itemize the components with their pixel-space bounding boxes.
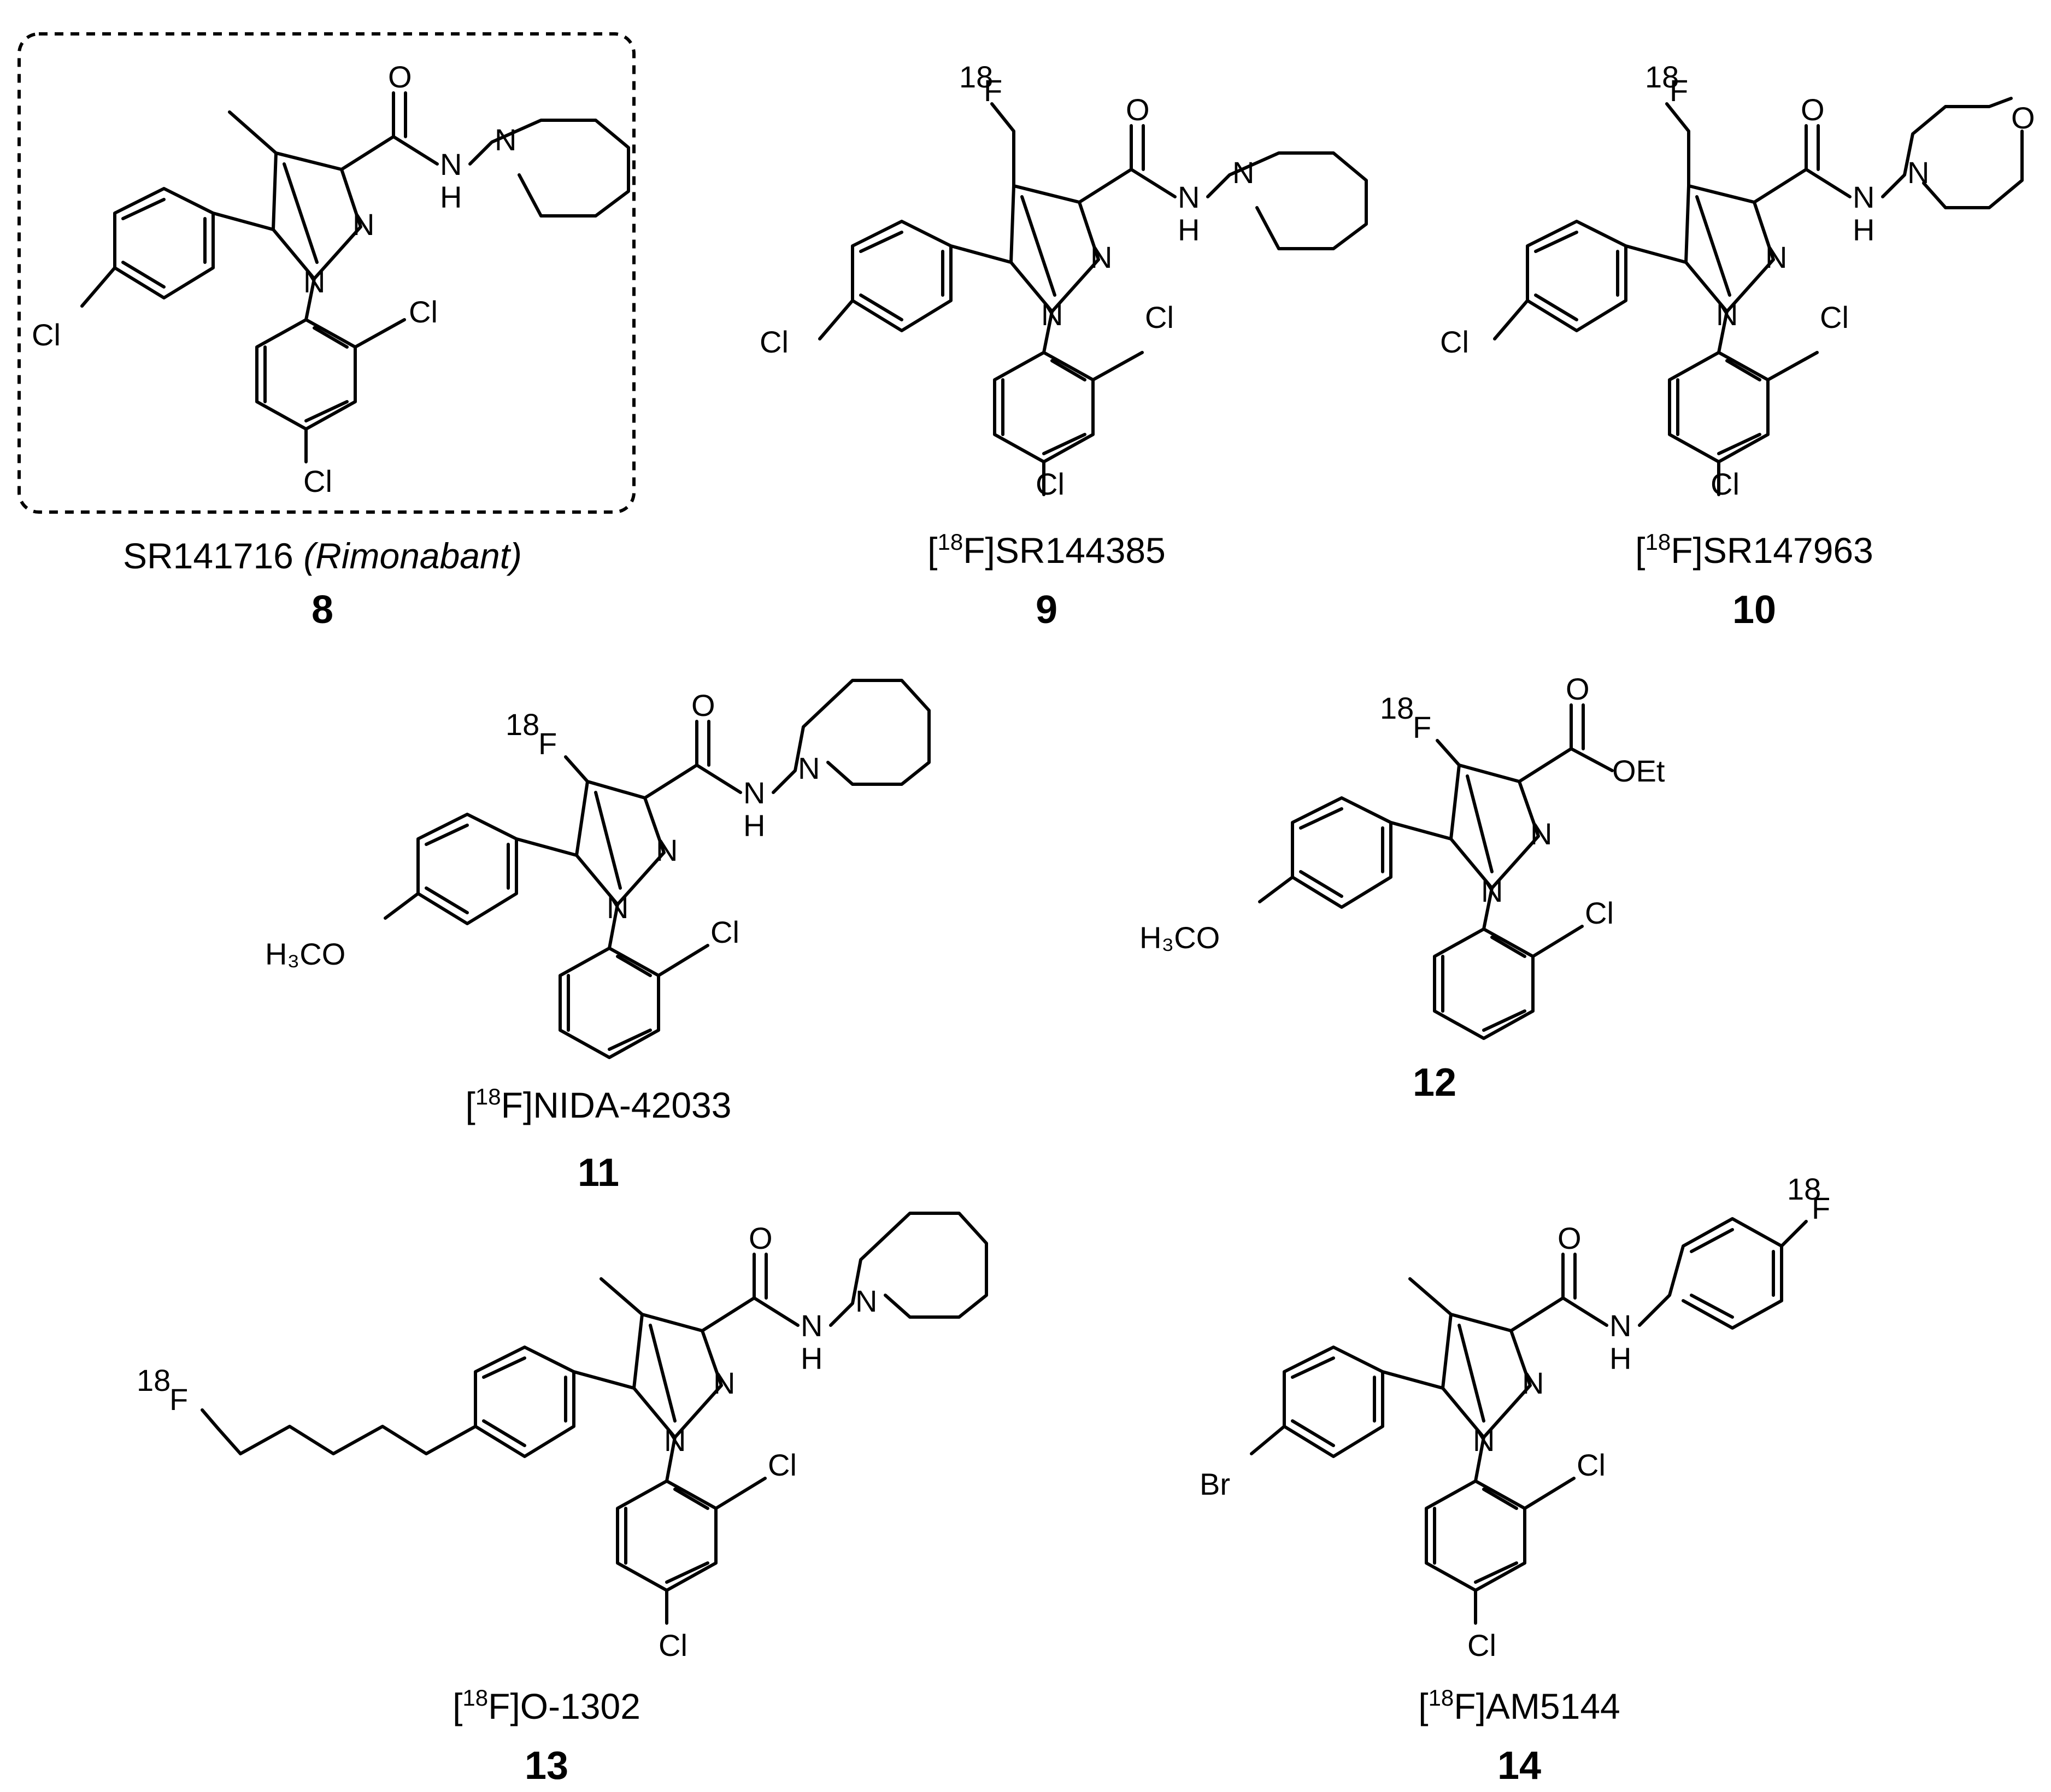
aryl-Cl: Cl bbox=[1440, 325, 1469, 359]
compound-14-number: 14 bbox=[1497, 1744, 1541, 1788]
ortho-Cl: Cl bbox=[1145, 300, 1174, 334]
amide-H: H bbox=[801, 1341, 822, 1376]
pyrazole-N2: N bbox=[1530, 816, 1552, 851]
para-Cl: Cl bbox=[1711, 467, 1739, 501]
isotope-18: 18 bbox=[1645, 60, 1679, 94]
amide-H: H bbox=[743, 808, 765, 843]
amide-N: N bbox=[440, 147, 462, 181]
amide-H: H bbox=[1178, 213, 1200, 247]
isotope-18: 18 bbox=[1787, 1172, 1821, 1206]
pyrazole-N1: N bbox=[607, 890, 628, 925]
hydrazide-N: N bbox=[855, 1284, 877, 1318]
para-Cl: Cl bbox=[1467, 1628, 1496, 1662]
hydrazide-N: N bbox=[495, 122, 516, 157]
compound-11-structure: 18 F O N H N N N H₃CO Cl bbox=[265, 679, 931, 1059]
compound-9-number: 9 bbox=[1036, 588, 1057, 632]
compound-8-structure: O N H N N N Cl Cl Cl bbox=[17, 32, 636, 514]
amide-N: N bbox=[801, 1308, 822, 1343]
pyrazole-N1: N bbox=[303, 265, 325, 299]
ortho-Cl: Cl bbox=[1585, 896, 1614, 930]
ortho-Cl: Cl bbox=[1577, 1448, 1606, 1482]
pyrazole-N1: N bbox=[1481, 874, 1503, 908]
para-Cl: Cl bbox=[303, 464, 332, 498]
carbonyl-O: O bbox=[691, 688, 715, 722]
pyrazole-N2: N bbox=[713, 1366, 735, 1400]
compound-11-number: 11 bbox=[578, 1151, 619, 1195]
isotope-18: 18 bbox=[137, 1363, 171, 1397]
carbonyl-O: O bbox=[1558, 1221, 1582, 1255]
pyrazole-N2: N bbox=[656, 833, 678, 867]
fluoro-F: F bbox=[1413, 710, 1431, 744]
compound-12-structure: 18 F O OEt N N H₃CO Cl bbox=[1139, 672, 1665, 1040]
compound-9-structure: 18 F O N H N N N Cl Cl Cl bbox=[760, 60, 1368, 501]
compound-9-name: [18F]SR144385 bbox=[927, 529, 1166, 571]
compound-14-name: [18F]AM5144 bbox=[1418, 1685, 1620, 1726]
highlight-box bbox=[17, 32, 636, 514]
isotope-18: 18 bbox=[959, 60, 993, 94]
amide-N: N bbox=[1178, 180, 1200, 214]
amide-N: N bbox=[1609, 1308, 1631, 1343]
ortho-Cl: Cl bbox=[710, 915, 739, 949]
amide-N: N bbox=[743, 775, 765, 810]
carbonyl-O: O bbox=[1566, 672, 1590, 706]
fluoro-F: F bbox=[1670, 73, 1688, 108]
fluoro-F: F bbox=[169, 1382, 188, 1417]
methoxy: H₃CO bbox=[265, 937, 345, 971]
compound-8-number: 8 bbox=[312, 588, 333, 632]
compound-10-number: 10 bbox=[1732, 588, 1776, 632]
compound-10-name: [18F]SR147963 bbox=[1635, 529, 1873, 571]
methoxy: H₃CO bbox=[1139, 920, 1220, 955]
pyrazole-N2: N bbox=[1090, 240, 1112, 274]
ortho-Cl: Cl bbox=[409, 295, 438, 329]
pyrazole-N1: N bbox=[664, 1423, 686, 1458]
para-Cl: Cl bbox=[1036, 467, 1065, 501]
fluoro-F: F bbox=[1812, 1191, 1830, 1225]
pyrazole-N2: N bbox=[1522, 1366, 1544, 1400]
para-Cl: Cl bbox=[659, 1628, 687, 1662]
ortho-Cl: Cl bbox=[768, 1448, 797, 1482]
aryl-Br: Br bbox=[1200, 1467, 1230, 1501]
compound-13-number: 13 bbox=[525, 1744, 568, 1788]
pyrazole-N2: N bbox=[352, 207, 374, 242]
compound-8-name: SR141716 (Rimonabant) bbox=[123, 536, 522, 576]
fluoro-F: F bbox=[984, 73, 1002, 108]
compound-14-structure: 18 F O N H N N Br Cl Cl bbox=[1200, 1172, 1830, 1662]
isotope-18: 18 bbox=[506, 707, 539, 742]
carbonyl-O: O bbox=[1126, 92, 1150, 127]
carbonyl-O: O bbox=[388, 60, 412, 94]
ortho-Cl: Cl bbox=[1820, 300, 1849, 334]
isotope-18: 18 bbox=[1380, 691, 1414, 725]
morpholine-N: N bbox=[1907, 155, 1929, 190]
compound-11-name: [18F]NIDA-42033 bbox=[466, 1084, 732, 1125]
amide-H: H bbox=[1853, 213, 1874, 247]
compound-13-name: [18F]O-1302 bbox=[452, 1685, 640, 1726]
compound-12-number: 12 bbox=[1413, 1061, 1456, 1104]
pyrazole-N1: N bbox=[1041, 297, 1063, 332]
ester-OEt: OEt bbox=[1612, 754, 1665, 788]
hydrazide-N: N bbox=[798, 751, 820, 785]
aryl-Cl: Cl bbox=[760, 325, 789, 359]
pyrazole-N2: N bbox=[1765, 240, 1787, 274]
amide-H: H bbox=[440, 180, 462, 214]
aryl-Cl: Cl bbox=[32, 318, 61, 352]
amide-N: N bbox=[1853, 180, 1874, 214]
carbonyl-O: O bbox=[749, 1221, 773, 1255]
carbonyl-O: O bbox=[1801, 92, 1825, 127]
compound-10-structure: 18 F O N H N O N N Cl Cl Cl bbox=[1440, 60, 2035, 501]
amide-H: H bbox=[1609, 1341, 1631, 1376]
fluoro-F: F bbox=[538, 726, 557, 761]
compound-13-structure: 18 F O N H N N N Cl Cl bbox=[137, 1212, 988, 1662]
pyrazole-N1: N bbox=[1716, 297, 1738, 332]
pyrazole-N1: N bbox=[1473, 1423, 1495, 1458]
morpholine-O: O bbox=[2011, 101, 2035, 135]
hydrazide-N: N bbox=[1232, 155, 1254, 190]
